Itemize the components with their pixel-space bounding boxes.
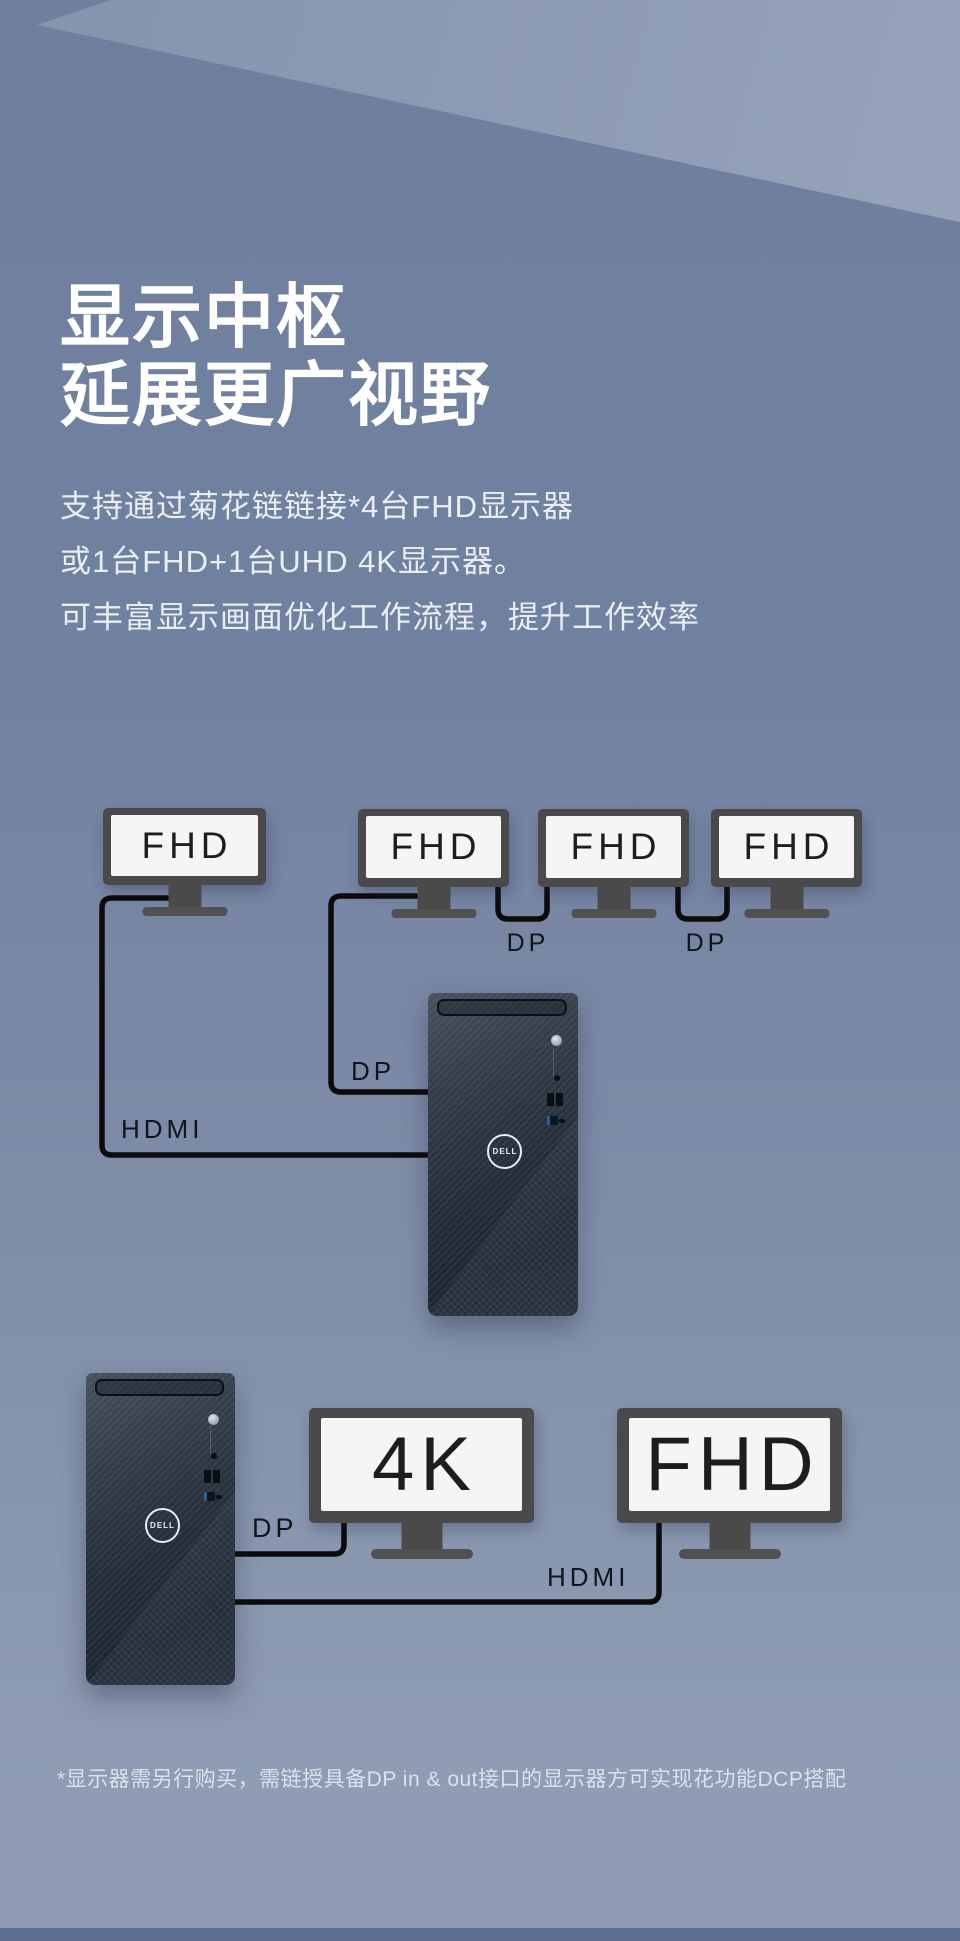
monitor-stand-base	[370, 1549, 473, 1559]
desktop-tower-2: DELL	[86, 1373, 235, 1685]
footnote-text: *显示器需另行购买，需链授具备DP in & out接口的显示器方可实现花功能D…	[57, 1768, 847, 1791]
fhd-monitor-3: FHD	[538, 809, 689, 918]
monitor-stand-base	[391, 909, 476, 918]
monitor-stand-neck	[709, 1523, 750, 1550]
uhd-4k-monitor: 4K	[309, 1408, 534, 1559]
monitor-stand-neck	[168, 885, 201, 908]
monitor-screen: FHD	[111, 815, 258, 876]
dp-label-tower2: DP	[252, 1513, 298, 1543]
panel-seam	[210, 1426, 212, 1455]
monitor-stand-neck	[597, 887, 630, 910]
top-diagonal-band	[37, 0, 960, 222]
body-text-line-1: 支持通过菊花链链接*4台FHD显示器	[60, 489, 575, 524]
dell-logo: DELL	[487, 1133, 522, 1169]
dp-label-tower1: DP	[351, 1056, 396, 1086]
fhd-monitor-4: FHD	[711, 809, 862, 918]
monitor-stand-neck	[770, 887, 803, 910]
power-button-icon	[551, 1034, 562, 1046]
monitor-label: FHD	[570, 826, 662, 867]
monitor-screen: FHD	[719, 816, 854, 878]
usb-a-port-icon	[204, 1469, 212, 1483]
fhd-monitor-1: FHD	[103, 808, 266, 916]
monitor-screen: FHD	[546, 816, 681, 878]
power-button-icon	[208, 1413, 220, 1425]
monitor-label: FHD	[141, 824, 233, 866]
fhd-monitor-2: FHD	[358, 809, 509, 918]
optical-drive-slot	[95, 1378, 224, 1396]
desktop-tower-1: DELL	[428, 993, 578, 1316]
headphone-jack-icon	[554, 1075, 560, 1082]
optical-drive-slot	[437, 998, 567, 1016]
usb-3-port-icon	[546, 1115, 558, 1125]
monitor-label: FHD	[743, 826, 835, 867]
usb-3-port-icon	[203, 1491, 215, 1501]
monitor-stand-neck	[417, 887, 450, 910]
page-title-line-2: 延展更广视野	[60, 356, 492, 434]
dell-logo-text: DELL	[150, 1521, 175, 1531]
monitor-stand-base	[678, 1549, 781, 1559]
usb-a-port-icon	[556, 1093, 564, 1107]
usb-c-port-icon	[559, 1118, 566, 1123]
page-title-line-1: 显示中枢	[60, 278, 348, 356]
hdmi-label-tower2: HDMI	[547, 1562, 630, 1592]
fhd-monitor-large: FHD	[617, 1408, 842, 1559]
usb-a-port-icon	[213, 1469, 221, 1483]
monitor-stand-base	[142, 907, 227, 916]
monitor-label: FHD	[645, 1422, 820, 1507]
body-text-line-2: 或1台FHD+1台UHD 4K显示器。	[60, 544, 526, 579]
panel-seam	[553, 1047, 555, 1077]
usb-a-port-icon	[547, 1093, 555, 1107]
monitor-label: FHD	[390, 826, 482, 867]
monitor-screen: FHD	[629, 1418, 830, 1511]
dell-logo: DELL	[144, 1508, 180, 1544]
hdmi-label-tower1: HDMI	[121, 1114, 204, 1144]
monitor-screen: 4K	[321, 1418, 522, 1511]
headphone-jack-icon	[211, 1452, 218, 1459]
monitor-screen: FHD	[366, 816, 501, 878]
dp-label-chain-2: DP	[685, 929, 729, 957]
monitor-stand-neck	[401, 1523, 442, 1550]
monitor-label: 4K	[372, 1422, 477, 1507]
usb-c-port-icon	[216, 1494, 223, 1499]
body-text-line-3: 可丰富显示画面优化工作流程，提升工作效率	[60, 600, 700, 635]
dp-label-chain-1: DP	[506, 929, 550, 957]
monitor-stand-base	[571, 909, 656, 918]
bottom-bar	[0, 1928, 960, 1941]
monitor-stand-base	[744, 909, 829, 918]
dell-logo-text: DELL	[492, 1146, 518, 1156]
